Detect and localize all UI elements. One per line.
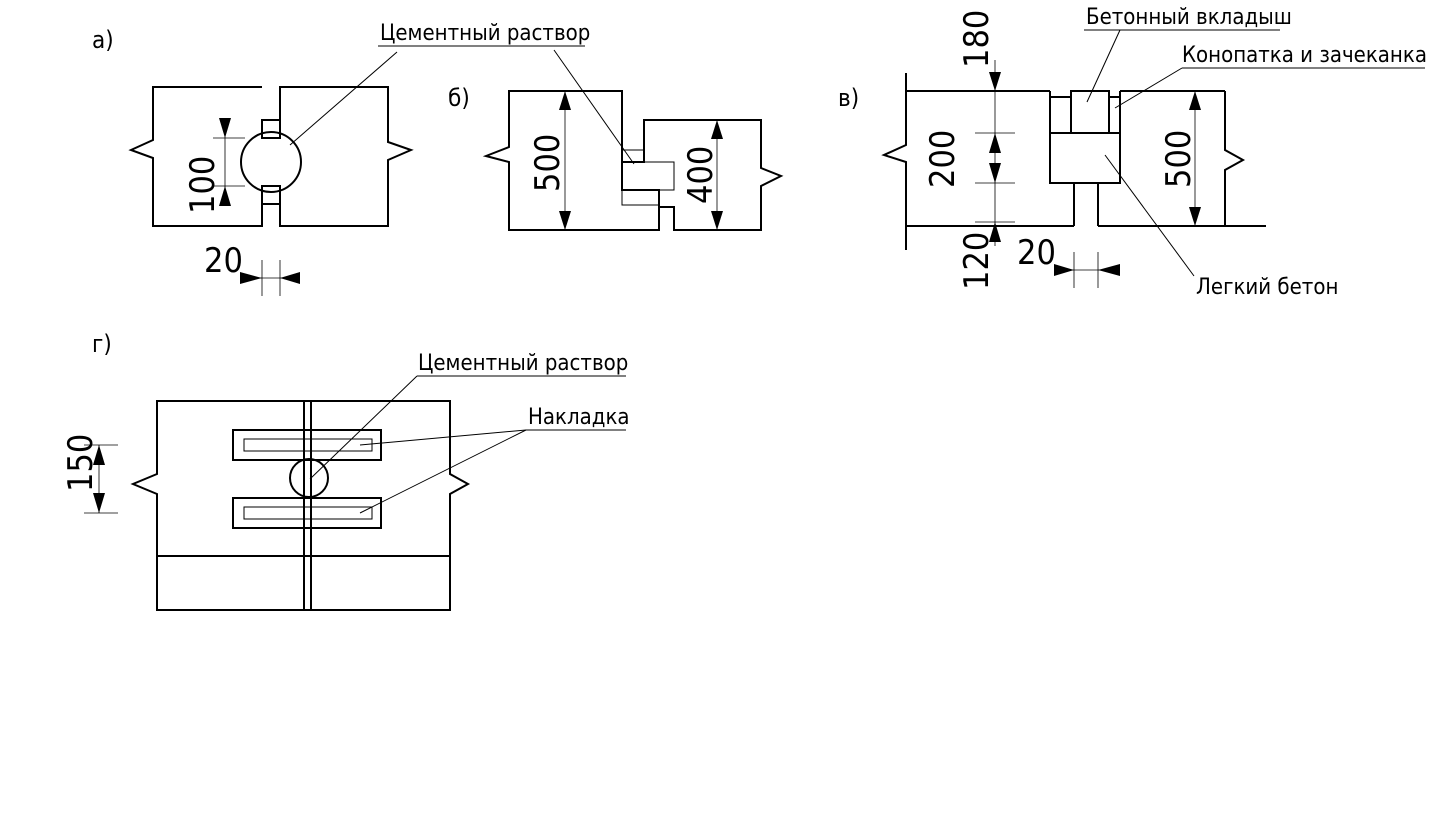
- fragment-a-dim-20: 20: [204, 241, 243, 281]
- fragment-a-key-top: [261, 119, 281, 139]
- fragment-v-arrow-180: [989, 72, 1001, 91]
- fragment-a-arrow-bottom: [219, 186, 231, 206]
- fragment-v: в) Бетонный вкладыш Конопатка и зачеканк…: [838, 5, 1427, 300]
- fragment-v-dim-180: 180: [957, 10, 997, 68]
- fragment-v-dim-20: 20: [1017, 233, 1056, 273]
- fragment-a: а) Цементный раствор 100 20: [92, 21, 590, 296]
- fragment-a-right-panel: [279, 86, 414, 227]
- fragment-v-callout-caulking: Конопатка и зачеканка: [1182, 43, 1427, 68]
- fragment-g-top-plate-inner: [243, 438, 373, 452]
- fragment-a-left-panel: [128, 86, 263, 227]
- fragment-g-callout-mortar: Цементный раствор: [418, 351, 628, 376]
- fragment-v-concrete-insert: [1070, 90, 1110, 134]
- fragment-g-mortar-circle: [289, 458, 329, 498]
- fragment-a-mortar-circle: [240, 131, 302, 193]
- fragment-v-right-panel: [1224, 91, 1246, 226]
- fragment-v-dim500-arrow-bottom: [1189, 207, 1201, 226]
- fragment-b-right-panel: [622, 119, 784, 231]
- fragment-b-dim400-arrow-top: [711, 120, 723, 139]
- fragment-b-left-panel: [482, 90, 660, 231]
- fragment-v-arrow-120: [989, 222, 1001, 242]
- fragment-g-plate-leader-bottom: [359, 429, 527, 514]
- fragment-a-gap-arrow-left: [240, 272, 262, 284]
- fragment-b-mortar: [621, 149, 675, 206]
- fragment-g-plate-leader-top: [359, 429, 527, 446]
- fragment-b-dim-500: 500: [528, 134, 568, 192]
- fragment-b-label: б): [448, 84, 470, 112]
- fragment-v-callout-lightweight: Легкий бетон: [1196, 275, 1338, 300]
- fragment-b-dim500-arrow-bottom: [559, 211, 571, 230]
- fragment-g-mortar-leader: [309, 375, 418, 480]
- fragment-g-callout-plate: Накладка: [528, 405, 630, 430]
- fragment-g-top-plate: [232, 429, 382, 461]
- fragment-v-caulk-leader: [1114, 67, 1183, 109]
- fragment-g-bottom-plate: [232, 497, 382, 529]
- fragment-g-bottom-plate-inner: [243, 506, 373, 520]
- fragment-g-arrow-bottom: [93, 493, 105, 513]
- fragment-v-lightweight-leader: [1104, 154, 1195, 277]
- fragment-v-label: в): [838, 84, 859, 112]
- fragment-a-gap-arrow-right: [280, 272, 300, 284]
- fragment-g-label: г): [92, 330, 112, 358]
- fragment-a-arrow-top: [219, 118, 231, 138]
- fragment-b-dim500-arrow-top: [559, 91, 571, 110]
- fragment-a-leader: [289, 51, 398, 146]
- fragment-b-leader: [553, 49, 635, 165]
- fragment-g-panel-outline: [130, 400, 471, 611]
- fragment-b: б) 500 400: [448, 49, 784, 231]
- fragment-v-arrow-200-bottom: [989, 163, 1001, 183]
- fragment-a-label: а): [92, 26, 114, 54]
- fragment-v-dim500-arrow-top: [1189, 91, 1201, 110]
- fragment-v-lower-joint: [1073, 183, 1099, 226]
- fragment-v-arrow-200-top: [989, 133, 1001, 153]
- fragment-v-lightweight-concrete: [1049, 132, 1121, 184]
- fragment-v-insert-leader: [1086, 29, 1121, 103]
- fragment-g-arrow-top: [93, 445, 105, 465]
- fragment-b-dim-400: 400: [681, 146, 721, 204]
- fragment-g-dim-150: 150: [61, 434, 101, 492]
- fragment-v-left-panel: [881, 73, 907, 250]
- fragment-v-dim-120: 120: [957, 232, 997, 290]
- fragment-b-dim400-arrow-bottom: [711, 211, 723, 230]
- fragment-a-key-bottom: [261, 185, 281, 205]
- fragment-v-callout-insert: Бетонный вкладыш: [1086, 5, 1292, 30]
- fragment-v-gap-arrow-right: [1098, 264, 1120, 276]
- fragment-g: г) Цементный раствор Накладка 150: [61, 330, 630, 611]
- fragment-a-dim-100: 100: [183, 156, 223, 214]
- fragment-v-gap-arrow-left: [1054, 264, 1074, 276]
- fragment-v-dim-200: 200: [923, 130, 963, 188]
- fragment-v-dim-500: 500: [1159, 130, 1199, 188]
- fragment-a-callout: Цементный раствор: [380, 21, 590, 46]
